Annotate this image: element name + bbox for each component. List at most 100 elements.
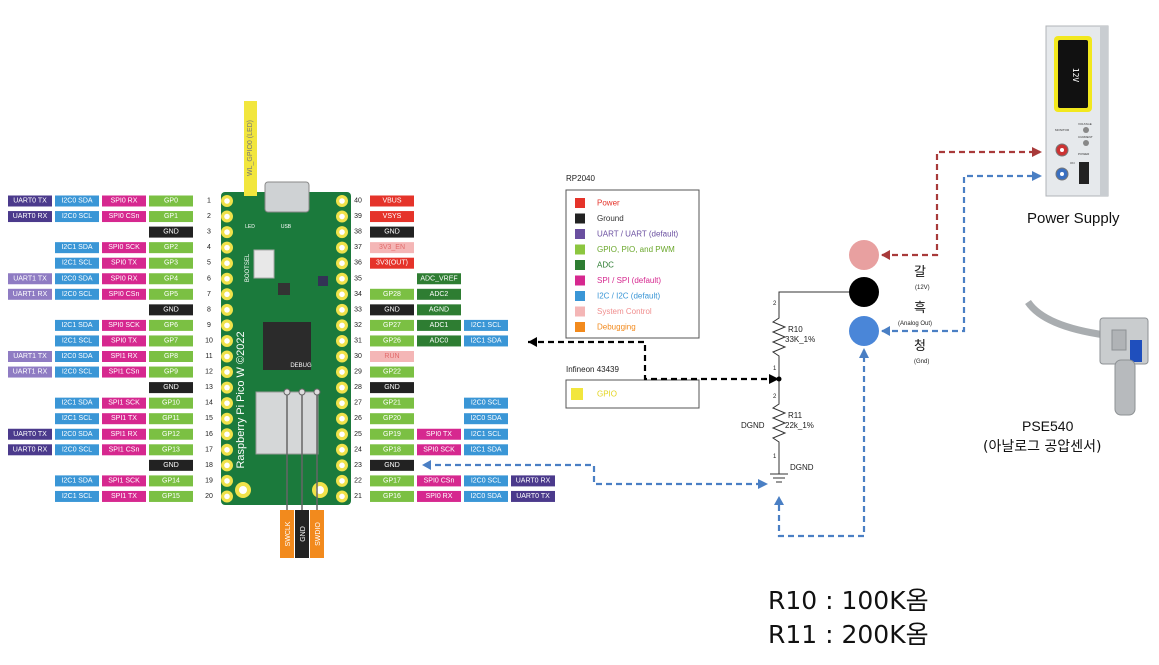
svg-text:GND: GND (163, 229, 179, 236)
svg-text:AGND: AGND (429, 306, 449, 313)
svg-text:UART0 TX: UART0 TX (516, 493, 550, 500)
right-pin-25-tag-2: I2C1 SCL (464, 428, 508, 440)
left-pin-6-tag-1: I2C0 SDA (55, 273, 99, 285)
right-pin-24-tag-0: GP18 (370, 444, 414, 456)
legend-item-0: Power (575, 198, 620, 208)
svg-text:UART1 RX: UART1 RX (13, 291, 48, 298)
svg-text:I2C1 SDA: I2C1 SDA (61, 244, 92, 251)
right-pin-37-tag-0: 3V3_EN (370, 242, 414, 254)
left-pin-10-tag-1: SPI0 TX (102, 335, 146, 347)
svg-text:SPI0 SCK: SPI0 SCK (108, 322, 140, 329)
left-pin-6-tag-2: SPI0 RX (102, 273, 146, 285)
r11-resistor (771, 398, 787, 462)
right-pin-34-tag-1: ADC2 (417, 288, 461, 300)
right-pin-31-tag-0: GP26 (370, 335, 414, 347)
right-pad-23 (336, 459, 348, 472)
psu-caption: Power Supply (1027, 210, 1120, 227)
left-pad-8 (221, 303, 233, 316)
legend-item-2: UART / UART (default) (575, 229, 679, 239)
right-pin-32-tag-2: I2C1 SCL (464, 319, 508, 331)
right-pin-num-30: 30 (354, 353, 362, 360)
left-pad-12 (221, 366, 233, 379)
left-pad-5 (221, 257, 233, 270)
right-pin-24-tag-1: SPI0 SCK (417, 444, 461, 456)
right-pin-num-24: 24 (354, 446, 362, 453)
right-pin-25-tag-1: SPI0 TX (417, 428, 461, 440)
left-pin-7-tag-3: GP5 (149, 288, 193, 300)
right-pin-27-tag-2: I2C0 SCL (464, 397, 508, 409)
right-pad-32 (336, 319, 348, 332)
pse540-sensor (1025, 299, 1149, 416)
right-pad-28 (336, 381, 348, 394)
svg-text:ADC0: ADC0 (430, 337, 449, 344)
svg-text:GP13: GP13 (162, 446, 180, 453)
right-pin-num-37: 37 (354, 244, 362, 251)
right-pin-num-38: 38 (354, 229, 362, 236)
svg-text:I2C1 SCL: I2C1 SCL (62, 260, 92, 267)
svg-text:GP14: GP14 (162, 477, 180, 484)
left-pin-8-tag-0: GND (149, 304, 193, 316)
dgnd-bottom: DGND (790, 463, 814, 472)
debug-gnd-tag (295, 510, 309, 558)
left-pin-16-tag-0: UART0 TX (8, 428, 52, 440)
left-pin-14-tag-0: I2C1 SDA (55, 397, 99, 409)
right-pin-num-40: 40 (354, 198, 362, 205)
right-pad-36 (336, 257, 348, 270)
svg-text:UART / UART (default): UART / UART (default) (597, 230, 679, 239)
left-pad-15 (221, 412, 233, 425)
right-pad-37 (336, 241, 348, 254)
svg-text:GP21: GP21 (383, 400, 401, 407)
right-pad-38 (336, 226, 348, 239)
svg-text:I2C1 SCL: I2C1 SCL (471, 322, 501, 329)
left-pin-18-tag-0: GND (149, 459, 193, 471)
swclk-tag (280, 510, 294, 558)
right-pin-num-28: 28 (354, 384, 362, 391)
left-pin-1-tag-1: I2C0 SDA (55, 195, 99, 207)
left-pad-17 (221, 443, 233, 456)
left-pin-17-tag-2: SPI1 CSn (102, 444, 146, 456)
left-pin-14-tag-1: SPI1 SCK (102, 397, 146, 409)
svg-text:I2C0 SCL: I2C0 SCL (62, 369, 92, 376)
right-pin-38-tag-0: GND (370, 226, 414, 238)
svg-text:SPI1 TX: SPI1 TX (111, 493, 137, 500)
legend-item-5: SPI / SPI (default) (575, 275, 661, 286)
right-pin-num-32: 32 (354, 322, 362, 329)
power-supply: 12V VOLTAGE MONITOR CURRENT POWER ON (1045, 25, 1109, 197)
svg-text:I2C0 SCL: I2C0 SCL (471, 477, 501, 484)
svg-text:GP0: GP0 (164, 198, 178, 205)
right-pad-29 (336, 366, 348, 379)
right-pin-27-tag-0: GP21 (370, 397, 414, 409)
left-pin-3-tag-0: GND (149, 226, 193, 238)
left-pin-num-1: 1 (207, 198, 211, 205)
black-wire-dot (849, 277, 879, 307)
svg-text:GND: GND (384, 384, 400, 391)
svg-text:GP12: GP12 (162, 431, 180, 438)
svg-text:GP1: GP1 (164, 213, 178, 220)
svg-text:I2C0 SCL: I2C0 SCL (62, 213, 92, 220)
svg-text:GP10: GP10 (162, 400, 180, 407)
left-pin-20-tag-1: SPI1 TX (102, 490, 146, 502)
dashed-connections (422, 147, 1042, 538)
left-pin-2-tag-2: SPI0 CSn (102, 211, 146, 223)
svg-text:I2C1 SDA: I2C1 SDA (61, 322, 92, 329)
svg-text:SPI0 CSn: SPI0 CSn (109, 213, 140, 220)
left-pin-12-tag-1: I2C0 SCL (55, 366, 99, 378)
svg-text:SPI0 CSn: SPI0 CSn (109, 291, 140, 298)
left-pin-15-tag-2: GP11 (149, 413, 193, 425)
left-pin-6-tag-0: UART1 TX (8, 273, 52, 285)
svg-text:GP8: GP8 (164, 353, 178, 360)
right-pin-23-tag-0: GND (370, 459, 414, 471)
left-pin-9-tag-0: I2C1 SDA (55, 319, 99, 331)
svg-text:UART0 TX: UART0 TX (13, 198, 47, 205)
left-pad-3 (221, 226, 233, 239)
right-pad-27 (336, 397, 348, 410)
svg-text:I2C / I2C (default): I2C / I2C (default) (597, 292, 660, 301)
svg-text:I2C0 SDA: I2C0 SDA (61, 353, 92, 360)
left-pad-14 (221, 397, 233, 410)
left-pad-18 (221, 459, 233, 472)
flash-chip (278, 283, 290, 295)
svg-text:I2C1 SCL: I2C1 SCL (471, 431, 501, 438)
right-pin-24-tag-2: I2C1 SDA (464, 444, 508, 456)
left-pad-2 (221, 210, 233, 223)
svg-text:RUN: RUN (384, 353, 399, 360)
